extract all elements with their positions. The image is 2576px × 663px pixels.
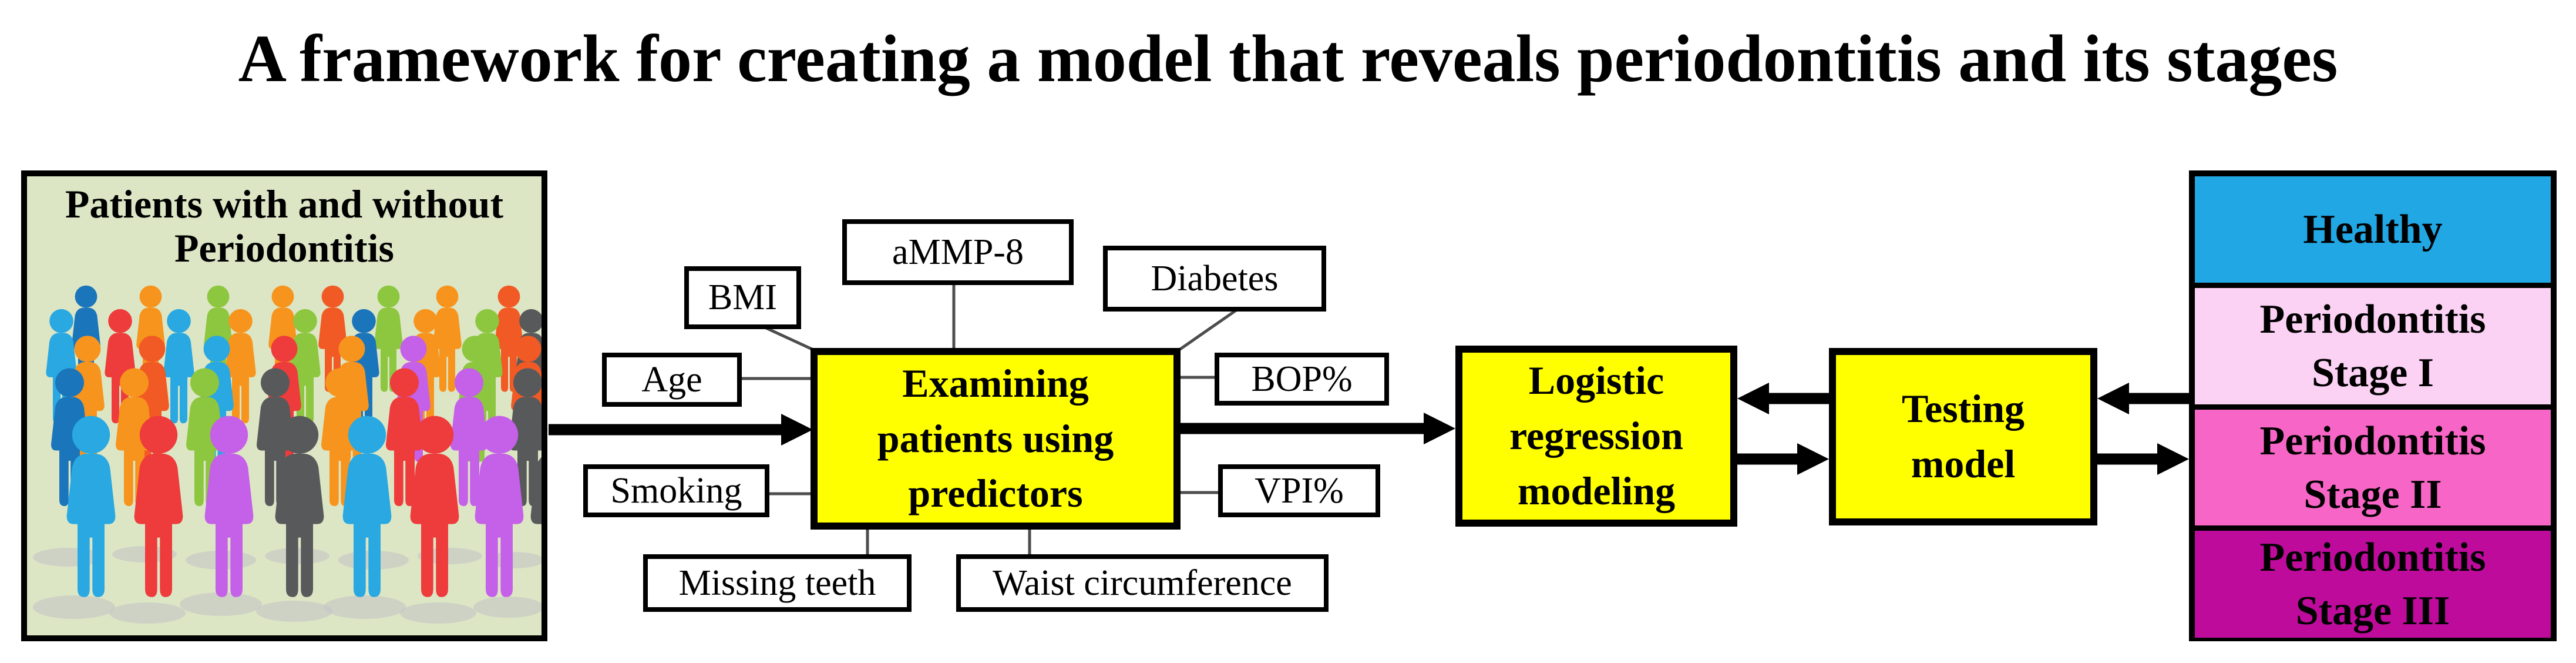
arrow-stages-to-testing bbox=[2097, 383, 2190, 414]
testing-model-box: Testing model bbox=[1829, 348, 2097, 525]
arrow-testing-to-stages bbox=[2097, 443, 2189, 475]
predictor-waist: Waist circumference bbox=[956, 554, 1329, 612]
stage-cell-stage1: Periodontitis Stage I bbox=[2195, 283, 2551, 404]
predictor-ammp8: aMMP-8 bbox=[842, 219, 1074, 285]
predictor-diabetes: Diabetes bbox=[1103, 246, 1326, 312]
predictor-missing_teeth: Missing teeth bbox=[643, 554, 912, 612]
predictor-bmi: BMI bbox=[684, 266, 801, 329]
connector-bmi bbox=[762, 325, 817, 353]
figure-title: A framework for creating a model that re… bbox=[238, 21, 2338, 96]
flow-arrows bbox=[549, 383, 2190, 475]
examining-box: Examining patients using predictors bbox=[811, 348, 1181, 530]
connector-diabetes bbox=[1178, 308, 1238, 351]
stage-cell-stage3: Periodontitis Stage III bbox=[2195, 525, 2551, 638]
stage-cell-stage2: Periodontitis Stage II bbox=[2195, 404, 2551, 525]
predictor-vpi: VPI% bbox=[1218, 464, 1380, 517]
patients-box-title: Patients with and without Periodontitis bbox=[65, 182, 504, 270]
predictor-bop: BOP% bbox=[1215, 353, 1389, 406]
patients-crowd-illustration bbox=[33, 285, 542, 624]
predictor-age: Age bbox=[602, 353, 742, 407]
arrow-patients-to-examining bbox=[549, 414, 813, 446]
arrow-examining-to-logistic bbox=[1179, 413, 1455, 444]
arrow-testing-to-logistic bbox=[1737, 383, 1830, 414]
logistic-regression-box: Logistic regression modeling bbox=[1455, 346, 1737, 527]
predictor-smoking: Smoking bbox=[583, 464, 769, 517]
arrow-logistic-to-testing bbox=[1737, 443, 1829, 475]
predictor-connector-lines bbox=[742, 284, 1238, 555]
patients-box: Patients with and without Periodontitis bbox=[21, 170, 547, 641]
stage-cell-healthy: Healthy bbox=[2195, 176, 2551, 283]
